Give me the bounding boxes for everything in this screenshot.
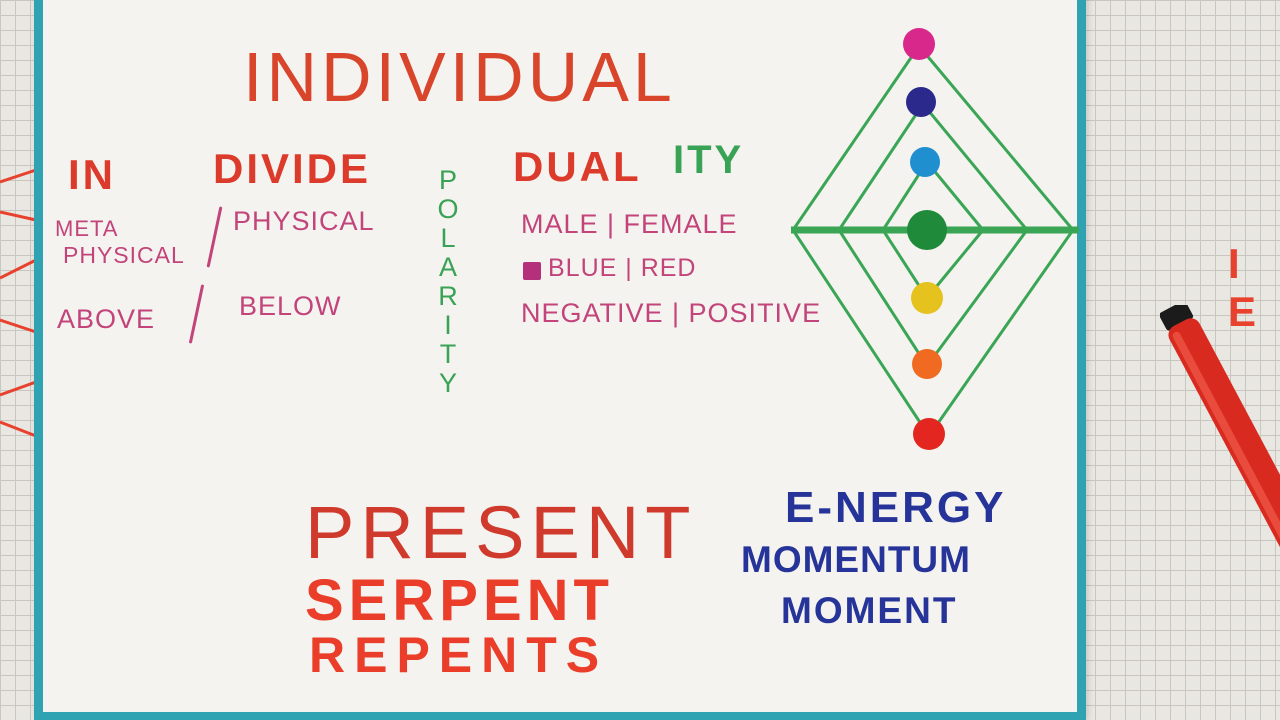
- label-physical: PHYSICAL: [233, 206, 375, 236]
- label-male-female: MALE | FEMALE: [521, 209, 738, 239]
- chakra-diamond-diagram: [791, 28, 1079, 450]
- inner-line: [837, 229, 929, 367]
- word-momentum: MOMENTUM: [741, 539, 971, 580]
- red-marker-pen: [1159, 300, 1280, 640]
- inner-line: [837, 103, 925, 231]
- word-present: PRESENT: [305, 491, 697, 574]
- heading-dual: DUAL: [513, 143, 642, 190]
- word-repents: REPENTS: [309, 627, 609, 683]
- label-blue-red: BLUE | RED: [548, 254, 697, 282]
- word-energy: E-NERGY: [785, 483, 1007, 532]
- polarity-letter: L: [440, 223, 456, 253]
- edge-text-line2: E: [1228, 288, 1257, 335]
- chakra-dot: [907, 210, 947, 250]
- red-marker-strokes: [0, 160, 40, 445]
- label-physical-meta: PHYSICAL: [63, 242, 185, 268]
- heading-divide: DIVIDE: [213, 145, 372, 192]
- chakra-dots: [903, 28, 947, 450]
- outer-line: [927, 229, 1075, 437]
- heading-ity: ITY: [673, 138, 745, 182]
- polarity-letter: P: [438, 165, 457, 195]
- chakra-dot: [912, 349, 942, 379]
- outer-line: [917, 45, 1075, 231]
- polarity-letter: T: [439, 339, 457, 369]
- chakra-dot: [910, 147, 940, 177]
- label-above: ABOVE: [57, 304, 156, 334]
- poster-board: INDIVIDUAL IN DIVIDE DUAL ITY META PHYSI…: [34, 0, 1086, 720]
- heading-in: IN: [68, 151, 116, 198]
- label-meta: META: [55, 216, 119, 241]
- label-negative-positive: NEGATIVE | POSITIVE: [521, 298, 822, 328]
- word-moment: MOMENT: [781, 590, 958, 631]
- polarity-letter: O: [437, 194, 459, 224]
- title-individual: INDIVIDUAL: [243, 38, 676, 116]
- polarity-letter: R: [438, 281, 458, 311]
- chakra-dot: [903, 28, 935, 60]
- word-serpent: SERPENT: [305, 568, 614, 633]
- inner-line: [921, 103, 1029, 231]
- edge-red-text: I E: [1228, 240, 1256, 336]
- outer-line: [791, 229, 931, 437]
- chakra-dot: [911, 282, 943, 314]
- inner-line: [925, 229, 1029, 367]
- label-below: BELOW: [239, 291, 342, 321]
- polarity-letter: Y: [438, 368, 457, 398]
- chakra-dot: [913, 418, 945, 450]
- chakra-dot: [906, 87, 936, 117]
- polarity-letter: A: [438, 252, 457, 282]
- inner-line: [925, 161, 985, 231]
- edge-text-line1: I: [1228, 240, 1240, 287]
- magenta-dot-marker: [523, 262, 541, 280]
- outer-line: [791, 45, 921, 231]
- polarity-vertical: P O L A R I T Y: [433, 166, 463, 398]
- polarity-letter: I: [444, 310, 452, 340]
